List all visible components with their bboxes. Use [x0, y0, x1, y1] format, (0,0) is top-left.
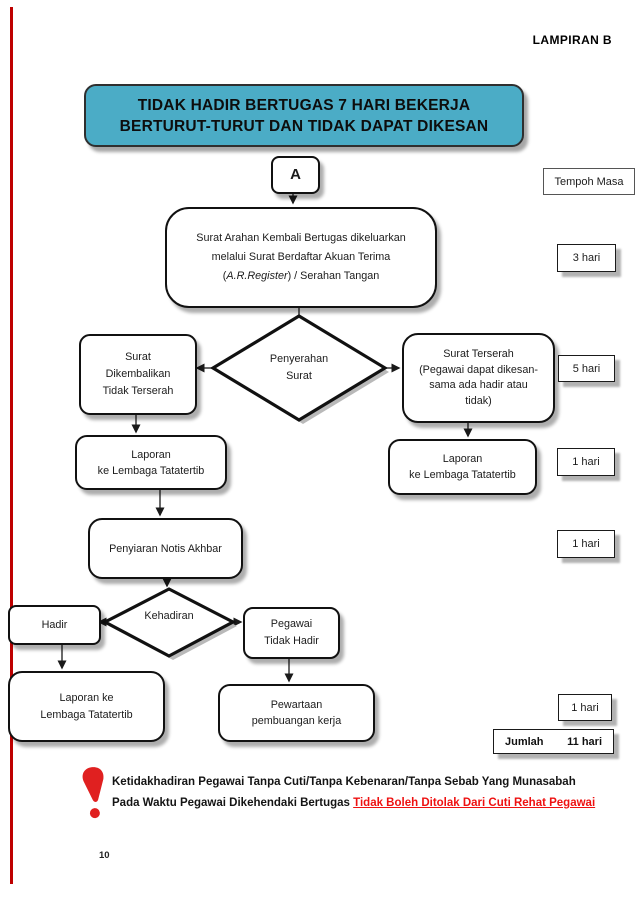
surat-terserah-node: Surat Terserah (Pegawai dapat dikesan- s… — [402, 333, 555, 423]
laporan-bottom-line2: Lembaga Tatatertib — [40, 708, 133, 721]
page-number: 10 — [99, 850, 110, 861]
warning-line2: Pada Waktu Pegawai Dikehendaki Bertugas … — [112, 793, 604, 814]
pewartaan-line2: pembuangan kerja — [251, 715, 342, 727]
pewartaan-line1: Pewartaan — [270, 699, 323, 711]
surat-dikembalikan-line3: Tidak Terserah — [102, 385, 174, 397]
surat-arahan-line3-post: ) / Serahan Tangan — [287, 270, 380, 282]
pegawai-line1: Pegawai — [270, 618, 313, 630]
duration-text: 1 hari — [572, 538, 600, 550]
surat-arahan-node: Surat Arahan Kembali Bertugas dikeluarka… — [165, 207, 437, 308]
title-line1: TIDAK HADIR BERTUGAS 7 HARI BEKERJA — [137, 96, 471, 114]
jumlah-label: Jumlah — [505, 735, 544, 748]
duration-text: 1 hari — [571, 701, 599, 714]
connector-a-label: A — [290, 166, 301, 183]
surat-dikembalikan-node: Surat Dikembalikan Tidak Terserah — [79, 334, 197, 415]
penyerahan-line2: Surat — [286, 370, 312, 382]
surat-terserah-line4: tidak) — [465, 394, 492, 407]
lampiran-label: LAMPIRAN B — [532, 33, 612, 47]
penyiaran-node: Penyiaran Notis Akhbar — [88, 518, 243, 579]
surat-dikembalikan-line2: Dikembalikan — [105, 368, 171, 380]
title-line2: BERTURUT-TURUT DAN TIDAK DAPAT DIKESAN — [119, 117, 489, 135]
duration-1-hari-b: 1 hari — [557, 530, 615, 558]
laporan-right-line2: ke Lembaga Tatatertib — [409, 469, 516, 481]
laporan-right-line1: Laporan — [442, 453, 483, 465]
duration-text: 5 hari — [572, 362, 601, 375]
duration-text: 1 hari — [572, 456, 600, 468]
laporan-left-node: Laporan ke Lembaga Tatatertib — [75, 435, 227, 490]
penyerahan-diamond — [209, 314, 389, 422]
warning-note: Ketidakhadiran Pegawai Tanpa Cuti/Tanpa … — [112, 772, 604, 814]
laporan-left-line1: Laporan — [131, 448, 171, 461]
kehadiran-label: Kehadiran — [119, 608, 219, 625]
tempoh-masa-text: Tempoh Masa — [554, 175, 624, 188]
laporan-left-line2: ke Lembaga Tatatertib — [97, 464, 205, 477]
duration-text: 3 hari — [572, 252, 601, 264]
jumlah-value: 11 hari — [567, 735, 602, 748]
hadir-node: Hadir — [8, 605, 101, 645]
laporan-bottom-node: Laporan ke Lembaga Tatatertib — [8, 671, 165, 742]
duration-3-hari: 3 hari — [557, 244, 616, 272]
penyerahan-label: Penyerahan Surat — [249, 351, 349, 385]
hadir-label: Hadir — [41, 619, 68, 631]
penyiaran-label: Penyiaran Notis Akhbar — [109, 542, 222, 555]
warning-line2-red: Tidak Boleh Ditolak Dari Cuti Rehat Pega… — [353, 797, 596, 809]
surat-dikembalikan-line1: Surat — [125, 351, 151, 363]
kehadiran-diamond — [101, 587, 237, 658]
duration-1-hari-c: 1 hari — [558, 694, 612, 721]
duration-5-hari: 5 hari — [558, 355, 615, 382]
penyerahan-line1: Penyerahan — [269, 353, 329, 365]
jumlah-total-box: Jumlah 11 hari — [493, 729, 614, 754]
title-banner: TIDAK HADIR BERTUGAS 7 HARI BEKERJA BERT… — [84, 84, 524, 147]
pegawai-tidak-hadir-node: Pegawai Tidak Hadir — [243, 607, 340, 659]
surat-terserah-line1: Surat Terserah — [443, 348, 514, 360]
surat-terserah-line2: (Pegawai dapat dikesan- — [419, 363, 538, 376]
surat-arahan-line3-pre: ( — [222, 270, 227, 282]
exclamation-icon — [82, 767, 104, 819]
kehadiran-text: Kehadiran — [144, 610, 194, 622]
laporan-right-node: Laporan ke Lembaga Tatatertib — [388, 439, 537, 495]
pegawai-line2: Tidak Hadir — [264, 635, 319, 647]
left-margin-rule — [10, 7, 13, 884]
surat-arahan-line3-italic: A.R.Register — [226, 270, 288, 282]
surat-terserah-line3: sama ada hadir atau — [429, 379, 528, 391]
warning-line1: Ketidakhadiran Pegawai Tanpa Cuti/Tanpa … — [112, 776, 576, 788]
pewartaan-node: Pewartaan pembuangan kerja — [218, 684, 375, 742]
connector-a-node: A — [271, 156, 320, 194]
duration-1-hari-a: 1 hari — [557, 448, 615, 476]
tempoh-masa-header: Tempoh Masa — [543, 168, 635, 195]
warning-line2-black: Pada Waktu Pegawai Dikehendaki Bertugas — [112, 797, 354, 809]
surat-arahan-line2: melalui Surat Berdaftar Akuan Terima — [211, 251, 391, 263]
surat-arahan-line1: Surat Arahan Kembali Bertugas dikeluarka… — [196, 232, 406, 244]
surat-arahan-line3: (A.R.Register) / Serahan Tangan — [167, 267, 435, 286]
laporan-bottom-line1: Laporan ke — [59, 691, 114, 704]
